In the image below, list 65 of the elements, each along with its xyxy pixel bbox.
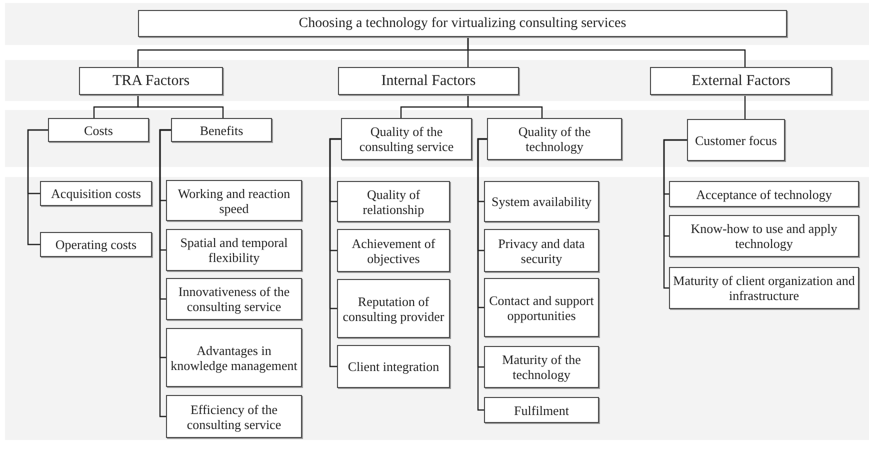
factor-box xyxy=(166,278,302,320)
node-label: Fulfilment xyxy=(514,402,569,418)
factor-box xyxy=(40,181,152,206)
node-label: Choosing a technology for virtualizing consulting services xyxy=(298,16,626,31)
node-label: Quality of the consulting service xyxy=(358,124,455,154)
node-label: Maturity of the technology xyxy=(501,352,582,382)
factor-box xyxy=(40,232,152,257)
node-label: Quality of the technology xyxy=(517,124,592,154)
node-label: Acceptance of technology xyxy=(696,186,832,202)
node-label: Customer focus xyxy=(695,132,777,148)
connector-line xyxy=(27,129,48,246)
node-label: Costs xyxy=(84,122,113,138)
factor-box xyxy=(669,267,859,309)
node-label: System availability xyxy=(491,194,592,209)
node-label: Reputation of consulting provider xyxy=(342,294,446,324)
node-label: TRA Factors xyxy=(112,74,190,88)
factor-box xyxy=(669,181,859,207)
factor-box xyxy=(79,67,223,95)
factor-box xyxy=(337,181,450,222)
factor-box xyxy=(166,328,302,387)
node-label: Innovativeness of the consulting service xyxy=(177,284,291,314)
connector-line xyxy=(477,138,487,411)
connector-line xyxy=(744,95,746,119)
connector-line xyxy=(467,37,746,67)
node-label: Client integration xyxy=(348,359,440,374)
node-label: Privacy and data security xyxy=(497,236,586,266)
factor-box xyxy=(171,118,272,142)
node-label: Operating costs xyxy=(55,237,137,252)
node-label: Quality of relationship xyxy=(362,186,426,216)
factor-box xyxy=(687,119,785,161)
title-box xyxy=(138,10,787,37)
node-label: Acquisition costs xyxy=(51,186,141,201)
factor-box xyxy=(484,397,599,423)
node-label: Advantages in knowledge management xyxy=(170,342,298,372)
factor-box xyxy=(487,118,622,160)
node-label: Efficiency of the consulting service xyxy=(186,402,282,432)
factor-box xyxy=(341,118,472,160)
factor-box xyxy=(484,181,599,222)
factor-box xyxy=(166,180,302,221)
factor-box xyxy=(166,395,302,438)
connector-line xyxy=(329,138,341,368)
factor-box xyxy=(338,67,519,95)
factor-box xyxy=(669,215,859,257)
factor-box xyxy=(484,278,599,337)
factor-box xyxy=(48,118,149,142)
factor-box xyxy=(484,229,599,272)
connector-line xyxy=(467,95,543,118)
node-label: Maturity of client organization and infrastructure xyxy=(673,273,855,303)
node-label: Know-how to use and apply technology xyxy=(690,221,838,251)
node-label: External Factors xyxy=(692,74,790,88)
factor-box xyxy=(337,229,450,272)
connector-line xyxy=(137,95,224,118)
factor-box xyxy=(650,67,832,95)
factor-box xyxy=(166,229,302,271)
factor-box xyxy=(337,279,450,338)
factor-box xyxy=(484,346,599,388)
factor-box xyxy=(337,345,450,388)
node-label: Contact and support opportunities xyxy=(488,292,595,322)
node-label: Internal Factors xyxy=(381,74,476,88)
connector-line xyxy=(663,139,687,289)
node-label: Working and reaction speed xyxy=(176,186,292,216)
node-label: Benefits xyxy=(200,122,244,138)
node-label: Achievement of objectives xyxy=(350,236,436,266)
node-label: Spatial and temporal flexibility xyxy=(179,235,289,265)
connector-line xyxy=(159,129,171,418)
